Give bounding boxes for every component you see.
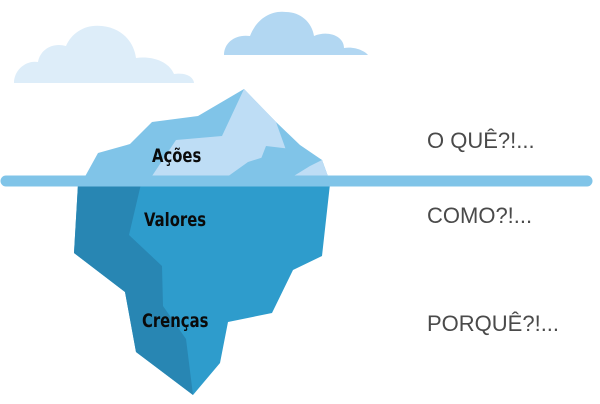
cloud-left-icon xyxy=(14,25,194,83)
question-what: O QUÊ?!... xyxy=(427,128,535,153)
question-how: COMO?!... xyxy=(427,203,533,228)
iceberg-tip xyxy=(82,89,330,182)
question-why: PORQUÊ?!... xyxy=(427,311,560,336)
cloud-right-icon xyxy=(224,11,368,56)
layer-label-crencas: Crenças xyxy=(142,310,209,332)
iceberg-underwater xyxy=(74,184,330,395)
layer-label-valores: Valores xyxy=(144,209,207,231)
layer-label-acoes: Ações xyxy=(152,145,202,167)
